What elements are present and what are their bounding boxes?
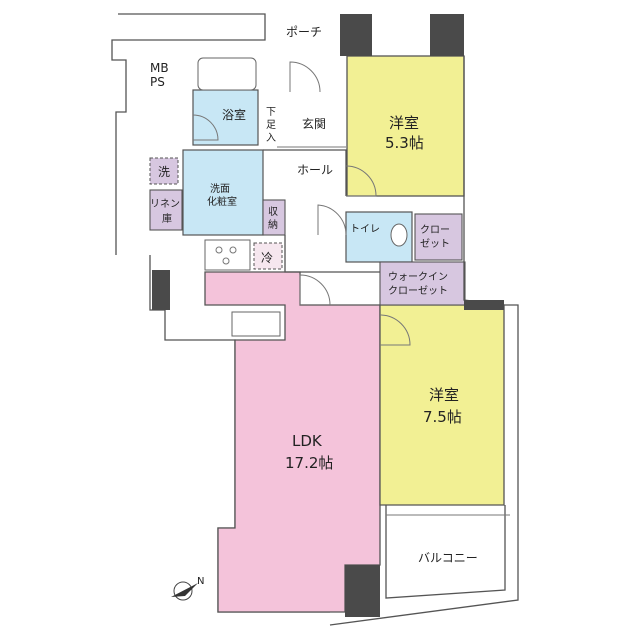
shoe-box-label: 入 bbox=[266, 133, 276, 144]
svg-text:N: N bbox=[197, 576, 204, 587]
wall bbox=[345, 565, 380, 617]
fridge-label: 冷 bbox=[261, 251, 273, 265]
closet bbox=[414, 213, 463, 261]
balcony-outline bbox=[385, 505, 506, 599]
entrance-label: 玄関 bbox=[302, 116, 326, 131]
storage-label: 収 bbox=[268, 206, 278, 218]
linen-label: 庫 bbox=[162, 212, 172, 225]
washroom bbox=[182, 149, 264, 236]
washroom-label: 洗面 bbox=[210, 183, 230, 195]
stove-burner bbox=[229, 246, 237, 254]
hall-outline bbox=[263, 149, 347, 196]
stove-burner bbox=[215, 246, 223, 254]
top-left-outline bbox=[111, 13, 266, 255]
western-room-2-size: 7.5帖 bbox=[423, 408, 462, 426]
bathtub bbox=[197, 57, 257, 91]
mbps-label: MB bbox=[150, 61, 169, 75]
balcony-label: バルコニー bbox=[418, 551, 478, 565]
toilet-label: トイレ bbox=[350, 224, 380, 235]
ldk-room bbox=[204, 271, 381, 613]
washroom-label: 化粧室 bbox=[207, 195, 237, 208]
door-swing bbox=[317, 204, 347, 236]
wall bbox=[464, 300, 504, 310]
hall-label: ホール bbox=[297, 163, 333, 177]
closet-label: クロー bbox=[420, 224, 450, 236]
walk-in-closet bbox=[379, 261, 466, 306]
closet-label: ゼット bbox=[420, 238, 450, 250]
ldk-label: LDK bbox=[292, 432, 323, 450]
porch-label: ポーチ bbox=[286, 25, 322, 39]
wall bbox=[152, 270, 170, 310]
north-arrow-icon: N bbox=[171, 576, 204, 601]
stove-burner bbox=[222, 257, 230, 265]
outer-right-outline bbox=[463, 56, 505, 306]
kitchen-sink bbox=[231, 311, 281, 337]
fridge-space bbox=[253, 242, 283, 270]
western-room-1-size: 5.3帖 bbox=[385, 134, 424, 152]
shoe-box-label: 下 bbox=[266, 107, 276, 118]
bathroom-label: 浴室 bbox=[222, 107, 246, 122]
western-room-2 bbox=[379, 304, 505, 506]
hall-outline bbox=[284, 235, 380, 273]
storage bbox=[262, 199, 286, 236]
kitchen-counter bbox=[204, 239, 251, 271]
door-swing bbox=[345, 165, 377, 197]
door-swing bbox=[379, 314, 411, 346]
door-swing bbox=[192, 114, 219, 141]
door-swing bbox=[289, 61, 321, 93]
washer-space bbox=[149, 157, 179, 185]
mbps-label: PS bbox=[150, 75, 165, 89]
storage-label: 納 bbox=[268, 218, 278, 231]
linen-label: リネン bbox=[150, 198, 180, 210]
outer-right-outline bbox=[329, 304, 519, 626]
door-swing bbox=[299, 274, 331, 306]
ldk-size: 17.2帖 bbox=[285, 454, 333, 472]
western-room-1-label: 洋室 bbox=[389, 114, 419, 132]
toilet-bowl bbox=[390, 223, 408, 247]
western-room-2-label: 洋室 bbox=[429, 386, 459, 404]
walk-in-closet-label: ウォークイン bbox=[388, 271, 448, 283]
shoe-box-label: 足 bbox=[266, 119, 276, 131]
wall bbox=[340, 14, 372, 56]
wall bbox=[430, 14, 464, 56]
linen-closet bbox=[149, 189, 183, 231]
western-room-1 bbox=[346, 55, 465, 197]
washer-label: 洗 bbox=[158, 165, 170, 179]
walk-in-closet-label: クローゼット bbox=[388, 285, 448, 297]
